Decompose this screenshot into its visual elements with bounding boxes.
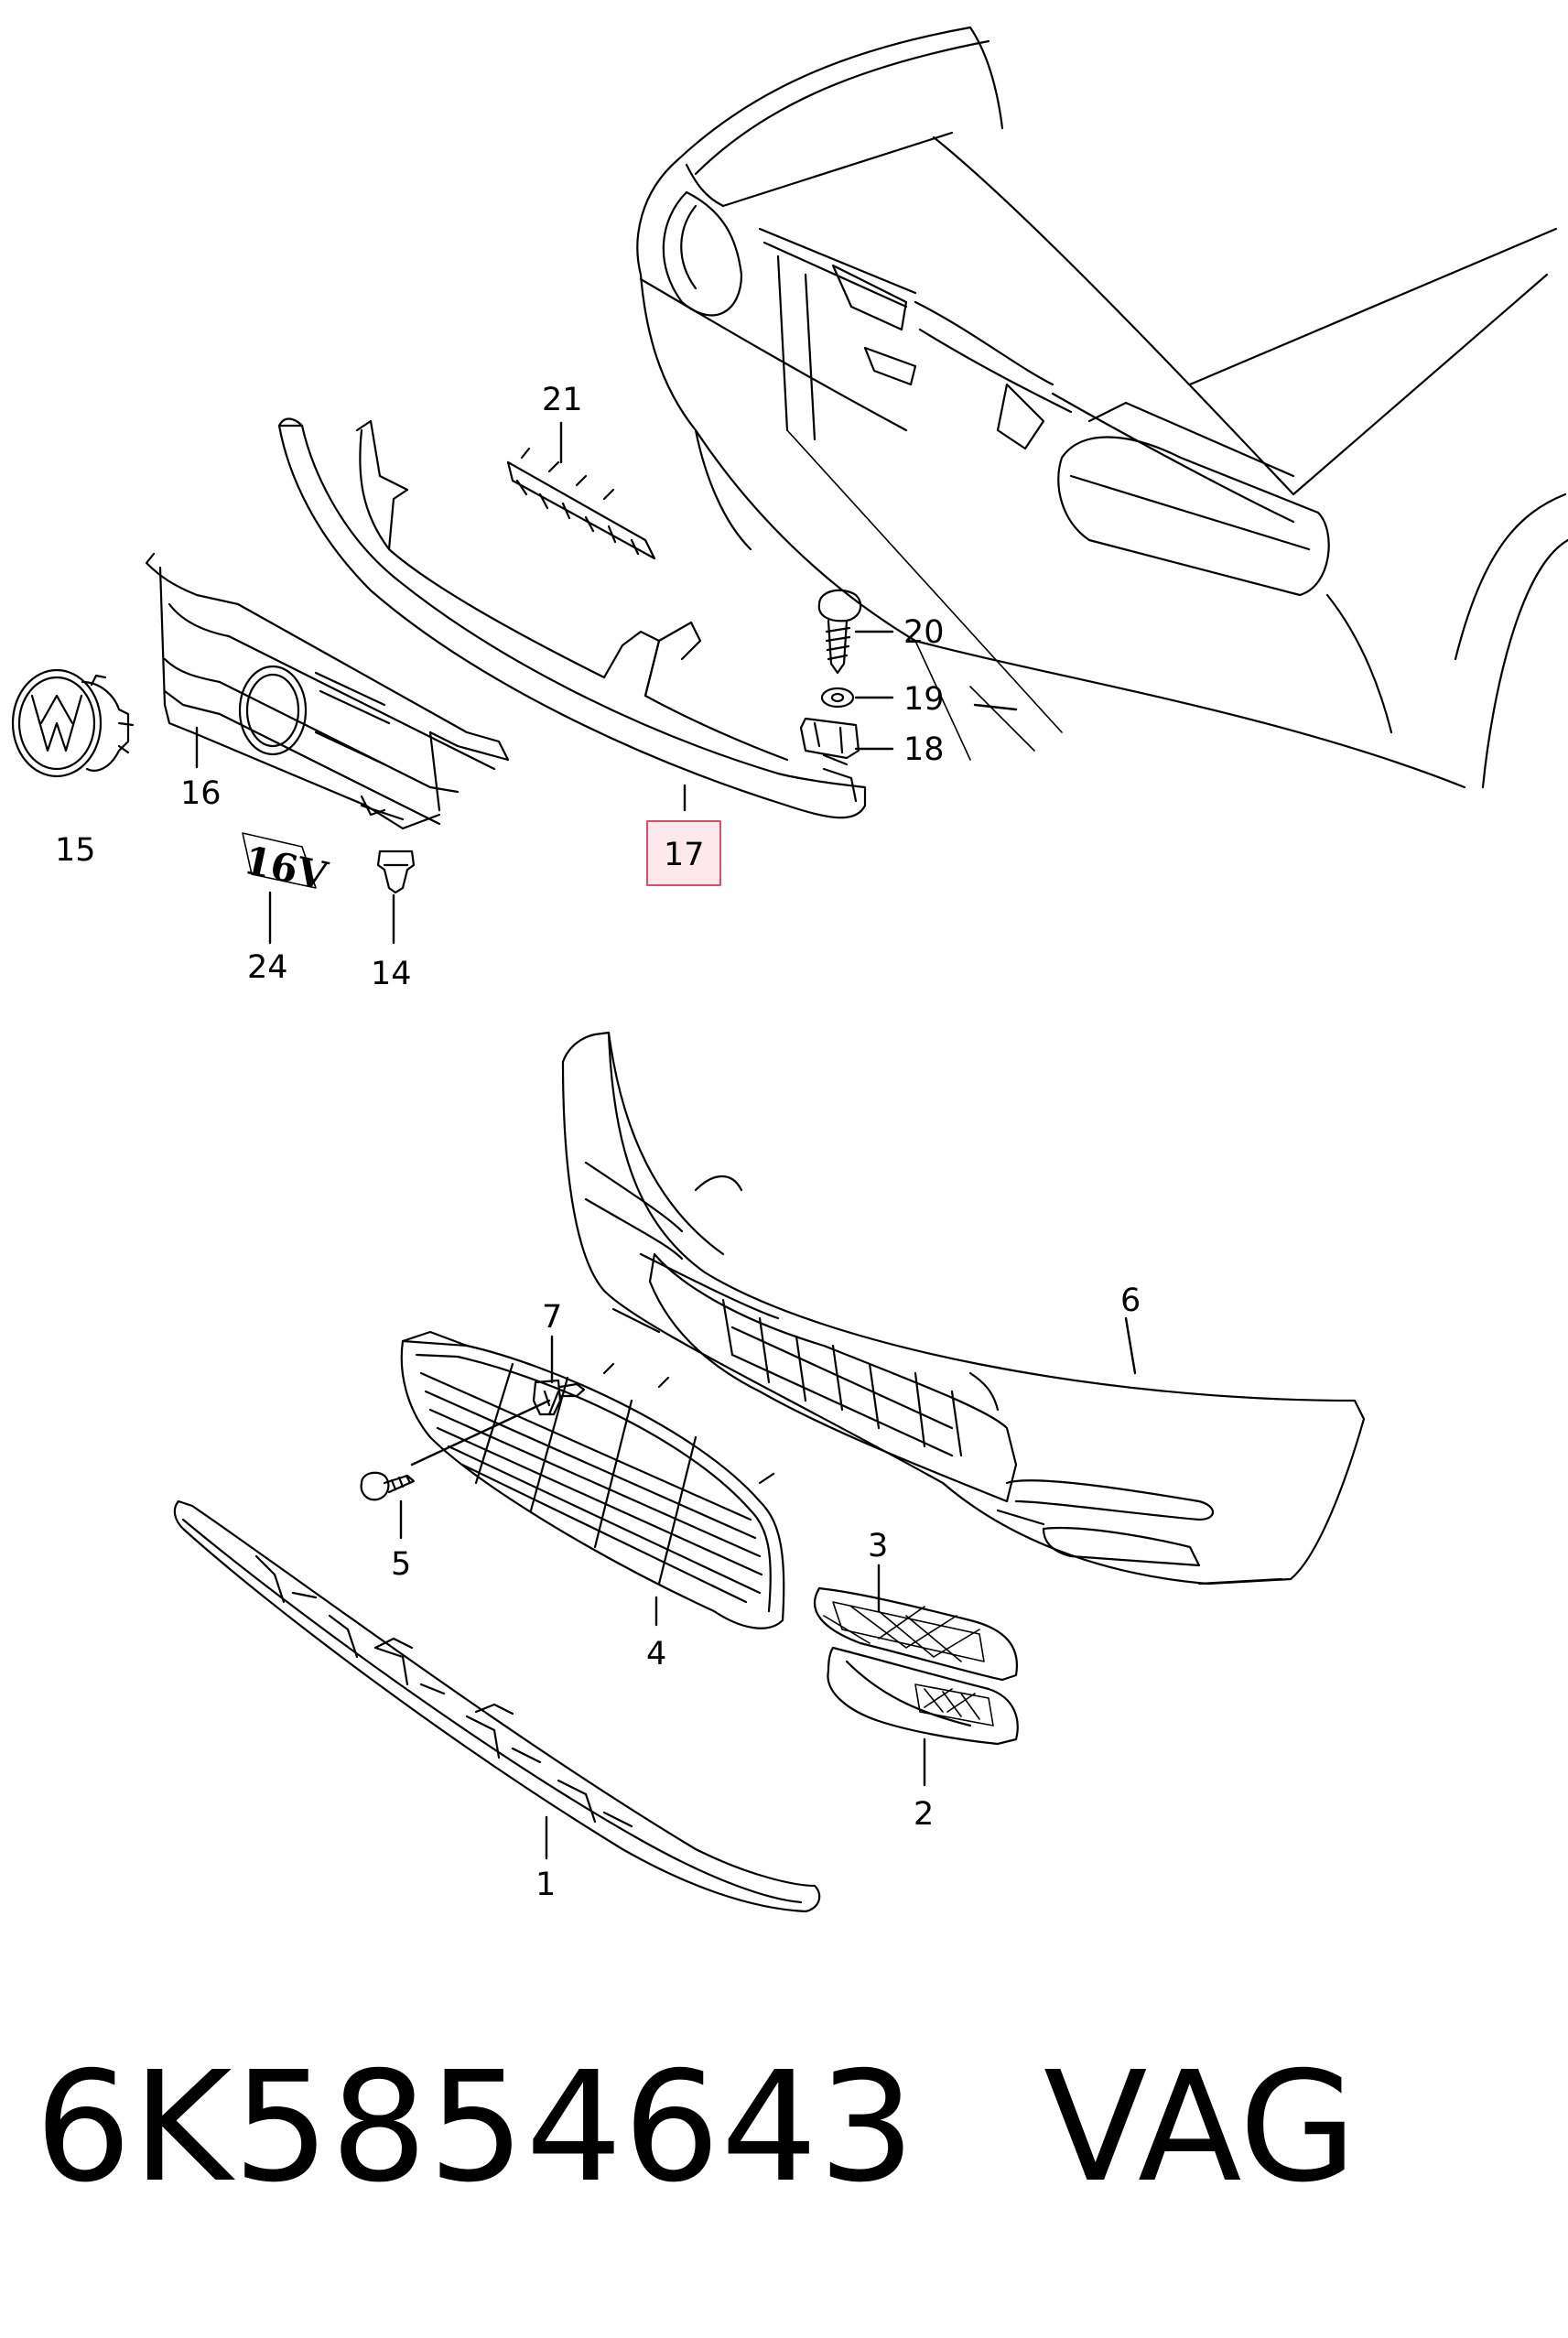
callout-4: 4	[646, 1636, 666, 1672]
part-18-clip	[799, 717, 860, 766]
callout-15: 15	[55, 832, 96, 869]
callout-21: 21	[542, 382, 583, 418]
callout-7: 7	[542, 1299, 562, 1336]
callout-24: 24	[247, 949, 288, 986]
part-2-fog-grille	[827, 1646, 1019, 1746]
part-19-washer	[820, 687, 855, 709]
part-24-16v-badge: 16V	[240, 832, 332, 899]
callout-19: 19	[903, 681, 945, 718]
part-20-screw	[817, 589, 862, 675]
part-7-clip-nut	[532, 1379, 586, 1416]
part-3-fog-grille	[814, 1586, 1018, 1682]
callout-2: 2	[914, 1796, 934, 1833]
badge-16v-text: 16V	[240, 838, 332, 899]
callout-3: 3	[868, 1528, 888, 1564]
part-6-bumper	[561, 1031, 1366, 1586]
callout-18: 18	[903, 731, 945, 768]
part-15-emblem	[11, 668, 135, 778]
car-front-body	[636, 26, 1568, 789]
callout-16: 16	[180, 775, 222, 812]
callout-labels: 21 20 19 18 17 16 15 24 14 6 7 5 3 4 2 1	[55, 382, 1141, 1903]
callout-20: 20	[903, 614, 945, 651]
part-14-clip	[376, 850, 416, 894]
callout-14: 14	[371, 956, 412, 992]
callout-5: 5	[391, 1546, 411, 1583]
part-1-bottom-trim	[173, 1499, 821, 1913]
part-17-grille-frame	[277, 417, 867, 819]
callout-17: 17	[664, 837, 705, 873]
part-5-screw	[360, 1471, 416, 1501]
highlight-box-17	[646, 820, 721, 886]
part-number: 6K5854643	[35, 2040, 916, 2216]
callout-1: 1	[535, 1867, 556, 1903]
leader-lines	[195, 421, 1137, 1860]
part-21-bracket	[506, 447, 656, 560]
brand-name: VAG	[1044, 2040, 1357, 2216]
part-16-upper-grille	[145, 552, 510, 830]
part-4-lower-grille	[400, 1330, 785, 1629]
callout-6: 6	[1120, 1283, 1141, 1319]
